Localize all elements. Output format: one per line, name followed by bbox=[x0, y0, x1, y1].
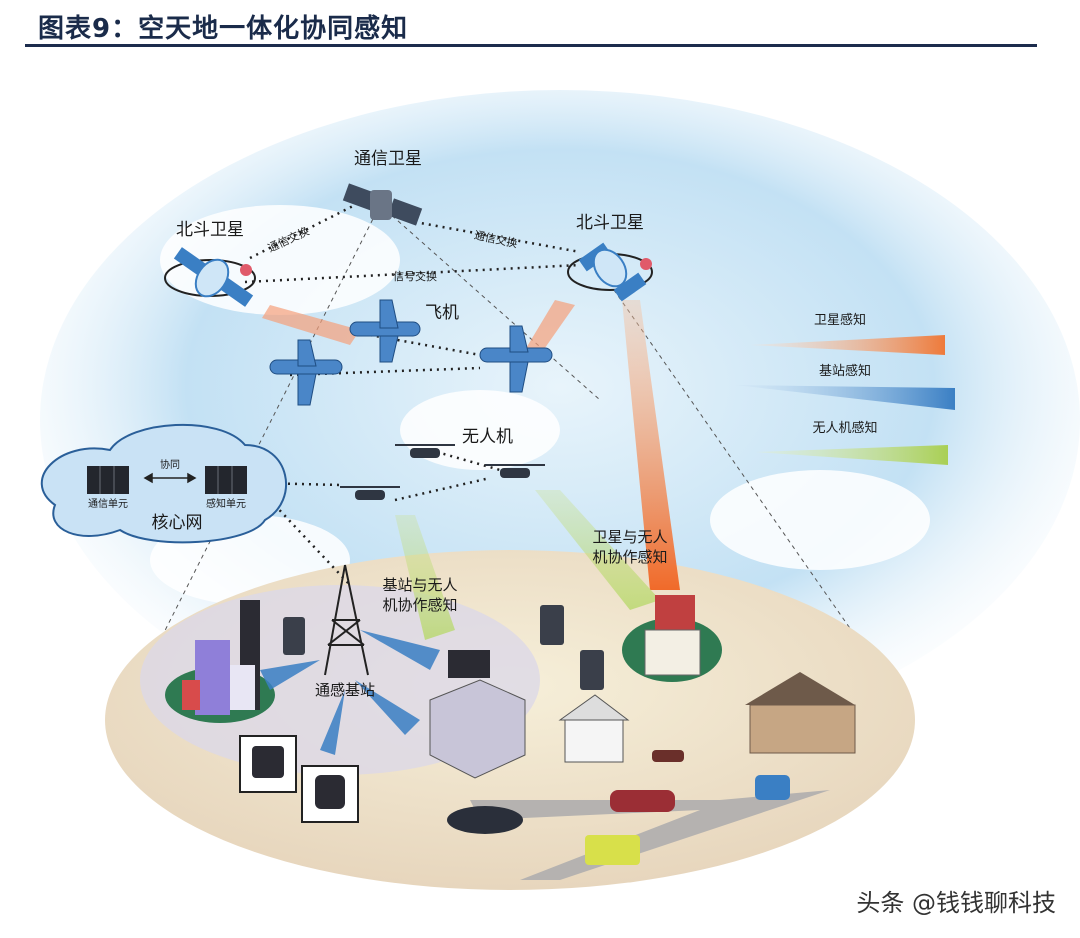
uav-icon bbox=[485, 464, 545, 478]
aircraft-icon bbox=[349, 299, 421, 363]
beidou-satellite-left-icon bbox=[164, 247, 256, 307]
legend-label-base-station: 基站感知 bbox=[819, 363, 871, 379]
interconnect-arrow bbox=[143, 472, 197, 484]
aircraft-group bbox=[269, 299, 553, 406]
church-building-icon bbox=[644, 595, 701, 676]
unit-right-label: 感知单元 bbox=[206, 497, 246, 510]
server-right-icon bbox=[205, 466, 247, 494]
comm-satellite-icon bbox=[342, 183, 423, 226]
coverage-boundary bbox=[139, 204, 901, 701]
uav-group bbox=[340, 444, 545, 500]
legend-swatch-base-station bbox=[735, 385, 955, 410]
satellite-links bbox=[244, 203, 581, 586]
uav-beam-left bbox=[395, 515, 455, 640]
base-station-label: 通感基站 bbox=[315, 681, 375, 699]
title-rule bbox=[25, 44, 1037, 47]
uav-icon bbox=[340, 486, 400, 500]
beidou-left-label: 北斗卫星 bbox=[176, 220, 244, 240]
base-station-beams bbox=[260, 630, 440, 755]
aircraft-icon bbox=[479, 325, 553, 393]
vehicles bbox=[447, 750, 790, 865]
road bbox=[470, 790, 830, 880]
legend-swatch-satellite bbox=[750, 335, 945, 355]
car-red-icon bbox=[610, 790, 675, 812]
satellite-beam bbox=[622, 300, 680, 590]
watermark: 头条 @钱钱聊科技 bbox=[856, 889, 1056, 917]
sign-icon bbox=[652, 750, 684, 762]
train-sign-icon bbox=[301, 765, 359, 823]
car-dark-icon bbox=[447, 806, 523, 834]
house-icon bbox=[558, 694, 630, 763]
satellite-beam-left bbox=[262, 305, 360, 345]
uav-beam-right bbox=[535, 490, 660, 610]
legend: 卫星感知 基站感知 无人机感知 bbox=[735, 312, 955, 465]
unit-left-label: 通信单元 bbox=[88, 498, 128, 510]
uav-label: 无人机 bbox=[462, 427, 513, 447]
van-blue-icon bbox=[755, 775, 790, 800]
sat-uav-label-2: 机协作感知 bbox=[592, 548, 667, 566]
uav-icon bbox=[395, 444, 455, 458]
beidou-satellite-right-icon bbox=[567, 242, 653, 302]
bs-uav-label-2: 机协作感知 bbox=[382, 596, 457, 614]
sat-uav-label-1: 卫星与无人 bbox=[592, 528, 667, 546]
server-left-icon bbox=[87, 466, 129, 494]
page-title: 图表9：空天地一体化协同感知 bbox=[38, 14, 409, 44]
comm-satellite-label: 通信卫星 bbox=[354, 149, 422, 169]
legend-label-satellite: 卫星感知 bbox=[814, 312, 866, 328]
core-network-label: 核心网 bbox=[152, 513, 203, 533]
satellite-beam-right bbox=[525, 300, 575, 355]
data-center-building-icon bbox=[429, 650, 526, 779]
beidou-right-label: 北斗卫星 bbox=[576, 213, 644, 233]
villa-icon bbox=[745, 672, 856, 754]
aircraft-icon bbox=[269, 339, 343, 406]
truck-yellow-icon bbox=[585, 835, 640, 865]
interconnect-label: 协同 bbox=[160, 458, 180, 471]
bus-sign-icon bbox=[239, 735, 297, 793]
core-network-cloud bbox=[40, 423, 288, 544]
base-station-tower-icon bbox=[324, 564, 369, 676]
legend-swatch-uav bbox=[755, 445, 948, 465]
bs-uav-label-1: 基站与无人 bbox=[382, 576, 457, 594]
legend-label-uav: 无人机感知 bbox=[812, 420, 877, 436]
city-buildings-icon bbox=[182, 600, 260, 715]
phone-icons bbox=[283, 605, 604, 690]
aircraft-label: 飞机 bbox=[425, 303, 459, 323]
link-middle-label: 信号交换 bbox=[393, 269, 437, 283]
